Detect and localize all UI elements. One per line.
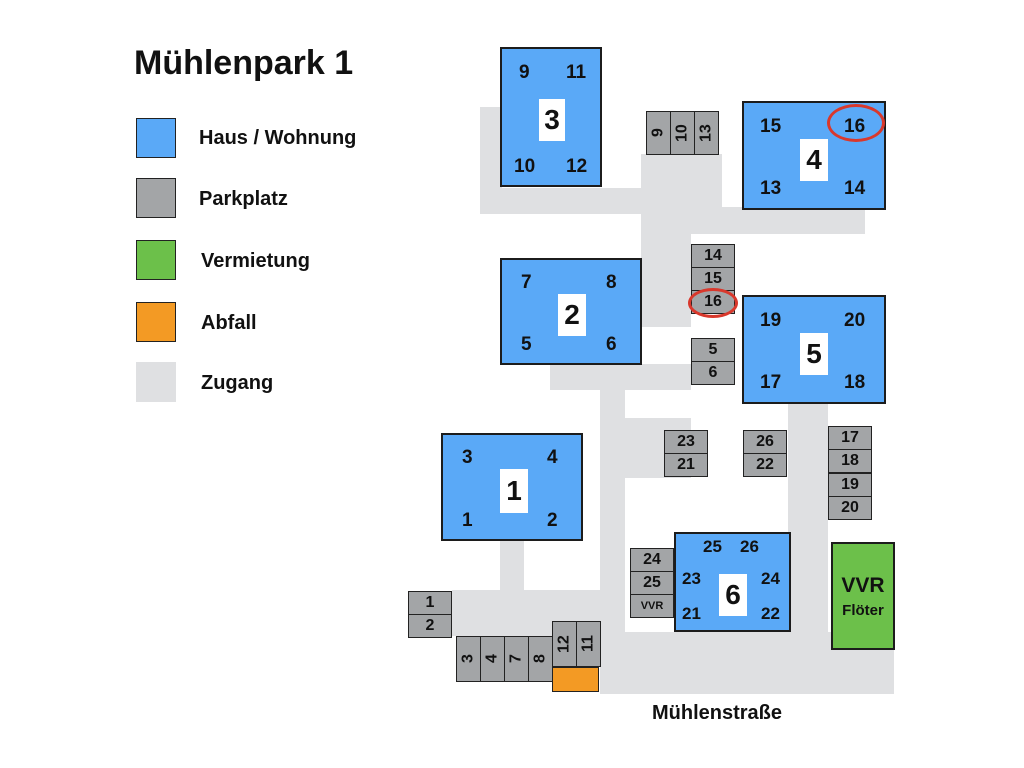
parking-space[interactable]: 24 bbox=[630, 548, 674, 572]
unit-number: 11 bbox=[566, 62, 587, 83]
parking-space[interactable]: 25 bbox=[630, 571, 674, 595]
legend-swatch-parking bbox=[136, 178, 176, 218]
highlight-circle-parking-16 bbox=[688, 288, 738, 318]
house-6[interactable]: 25 26 23 24 6 21 22 bbox=[674, 532, 791, 632]
unit-number: 7 bbox=[521, 272, 532, 293]
parking-space[interactable]: 13 bbox=[694, 111, 719, 155]
legend-label-rental: Vermietung bbox=[201, 250, 310, 272]
unit-number: 23 bbox=[682, 569, 701, 588]
parking-space[interactable]: 8 bbox=[528, 636, 553, 682]
house-label: 3 bbox=[539, 99, 565, 141]
house-label: 5 bbox=[800, 333, 828, 375]
rental-subtitle: Flöter bbox=[842, 602, 884, 619]
unit-number: 14 bbox=[844, 178, 866, 199]
parking-space[interactable]: 1 bbox=[408, 591, 452, 615]
house-label: 1 bbox=[500, 469, 528, 513]
parking-space[interactable]: VVR bbox=[630, 594, 674, 618]
parking-space[interactable]: 12 bbox=[552, 621, 577, 667]
unit-number: 20 bbox=[844, 310, 866, 331]
legend-label-access: Zugang bbox=[201, 372, 274, 394]
parking-space[interactable]: 3 bbox=[456, 636, 481, 682]
parking-space[interactable]: 23 bbox=[664, 430, 708, 454]
house-label: 6 bbox=[719, 574, 747, 616]
parking-space[interactable]: 4 bbox=[480, 636, 505, 682]
unit-number: 17 bbox=[760, 372, 782, 393]
parking-space[interactable]: 7 bbox=[504, 636, 529, 682]
parking-space[interactable]: 20 bbox=[828, 496, 872, 520]
unit-number: 4 bbox=[547, 447, 558, 468]
street-label: Mühlenstraße bbox=[652, 702, 783, 724]
unit-number: 6 bbox=[606, 334, 617, 355]
house-label: 2 bbox=[558, 294, 586, 336]
highlight-circle-unit-16 bbox=[827, 104, 885, 142]
legend-swatch-rental bbox=[136, 240, 176, 280]
unit-number: 8 bbox=[606, 272, 617, 293]
legend-swatch-access bbox=[136, 362, 176, 402]
parking-space[interactable]: 5 bbox=[691, 338, 735, 362]
parking-space[interactable]: 18 bbox=[828, 449, 872, 473]
house-1[interactable]: 3 4 1 1 2 bbox=[441, 433, 583, 541]
house-5[interactable]: 19 20 5 17 18 bbox=[742, 295, 886, 404]
parking-space[interactable]: 14 bbox=[691, 244, 735, 268]
parking-space[interactable]: 22 bbox=[743, 453, 787, 477]
unit-number: 2 bbox=[547, 510, 558, 531]
unit-number: 5 bbox=[521, 334, 532, 355]
parking-space[interactable]: 2 bbox=[408, 614, 452, 638]
house-2[interactable]: 7 8 2 5 6 bbox=[500, 258, 642, 365]
parking-space[interactable]: 9 bbox=[646, 111, 671, 155]
legend-swatch-waste bbox=[136, 302, 176, 342]
unit-number: 15 bbox=[760, 116, 782, 137]
unit-number: 9 bbox=[519, 62, 530, 83]
rental-vvr[interactable]: VVR Flöter bbox=[831, 542, 895, 650]
unit-number: 19 bbox=[760, 310, 782, 331]
legend-label-waste: Abfall bbox=[201, 312, 257, 334]
legend-label-parking: Parkplatz bbox=[199, 188, 288, 210]
unit-number: 1 bbox=[462, 510, 473, 531]
unit-number: 25 bbox=[703, 537, 722, 556]
legend-label-house: Haus / Wohnung bbox=[199, 127, 357, 149]
parking-space[interactable]: 19 bbox=[828, 473, 872, 497]
parking-space[interactable]: 21 bbox=[664, 453, 708, 477]
unit-number: 13 bbox=[760, 178, 782, 199]
unit-number: 24 bbox=[761, 569, 780, 588]
parking-space[interactable]: 26 bbox=[743, 430, 787, 454]
unit-number: 12 bbox=[566, 156, 588, 177]
rental-title: VVR bbox=[841, 574, 885, 597]
parking-space[interactable]: 17 bbox=[828, 426, 872, 450]
page-title: Mühlenpark 1 bbox=[134, 44, 354, 82]
parking-space[interactable]: 6 bbox=[691, 361, 735, 385]
legend-swatch-house bbox=[136, 118, 176, 158]
house-label: 4 bbox=[800, 139, 828, 181]
unit-number: 26 bbox=[740, 537, 759, 556]
parking-space[interactable]: 10 bbox=[670, 111, 695, 155]
unit-number: 22 bbox=[761, 604, 780, 623]
unit-number: 10 bbox=[514, 156, 536, 177]
parking-space[interactable]: 11 bbox=[576, 621, 601, 667]
unit-number: 3 bbox=[462, 447, 473, 468]
waste-area[interactable] bbox=[552, 667, 599, 692]
unit-number: 18 bbox=[844, 372, 866, 393]
house-3[interactable]: 9 11 3 10 12 bbox=[500, 47, 602, 187]
unit-number: 21 bbox=[682, 604, 701, 623]
